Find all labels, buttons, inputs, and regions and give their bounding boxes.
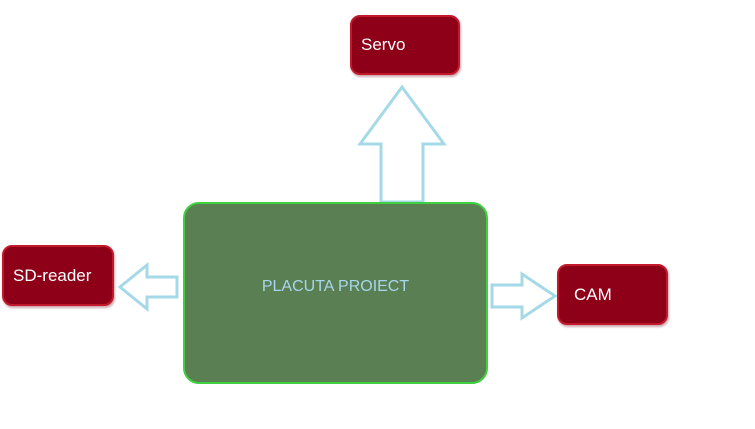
servo-node: Servo [350,15,460,75]
cam-node: CAM [557,264,668,325]
sd-reader-label: SD-reader [13,265,92,285]
center-block: PLACUTA PROIECT [183,202,488,384]
servo-label: Servo [361,35,406,54]
cam-label: CAM [574,284,612,304]
arrow-left-to-sd-reader [117,261,179,313]
center-block-label: PLACUTA PROIECT [261,278,410,295]
sd-reader-node: SD-reader [2,245,114,306]
arrow-right-to-cam [490,271,558,321]
arrow-up-to-servo [357,84,447,204]
